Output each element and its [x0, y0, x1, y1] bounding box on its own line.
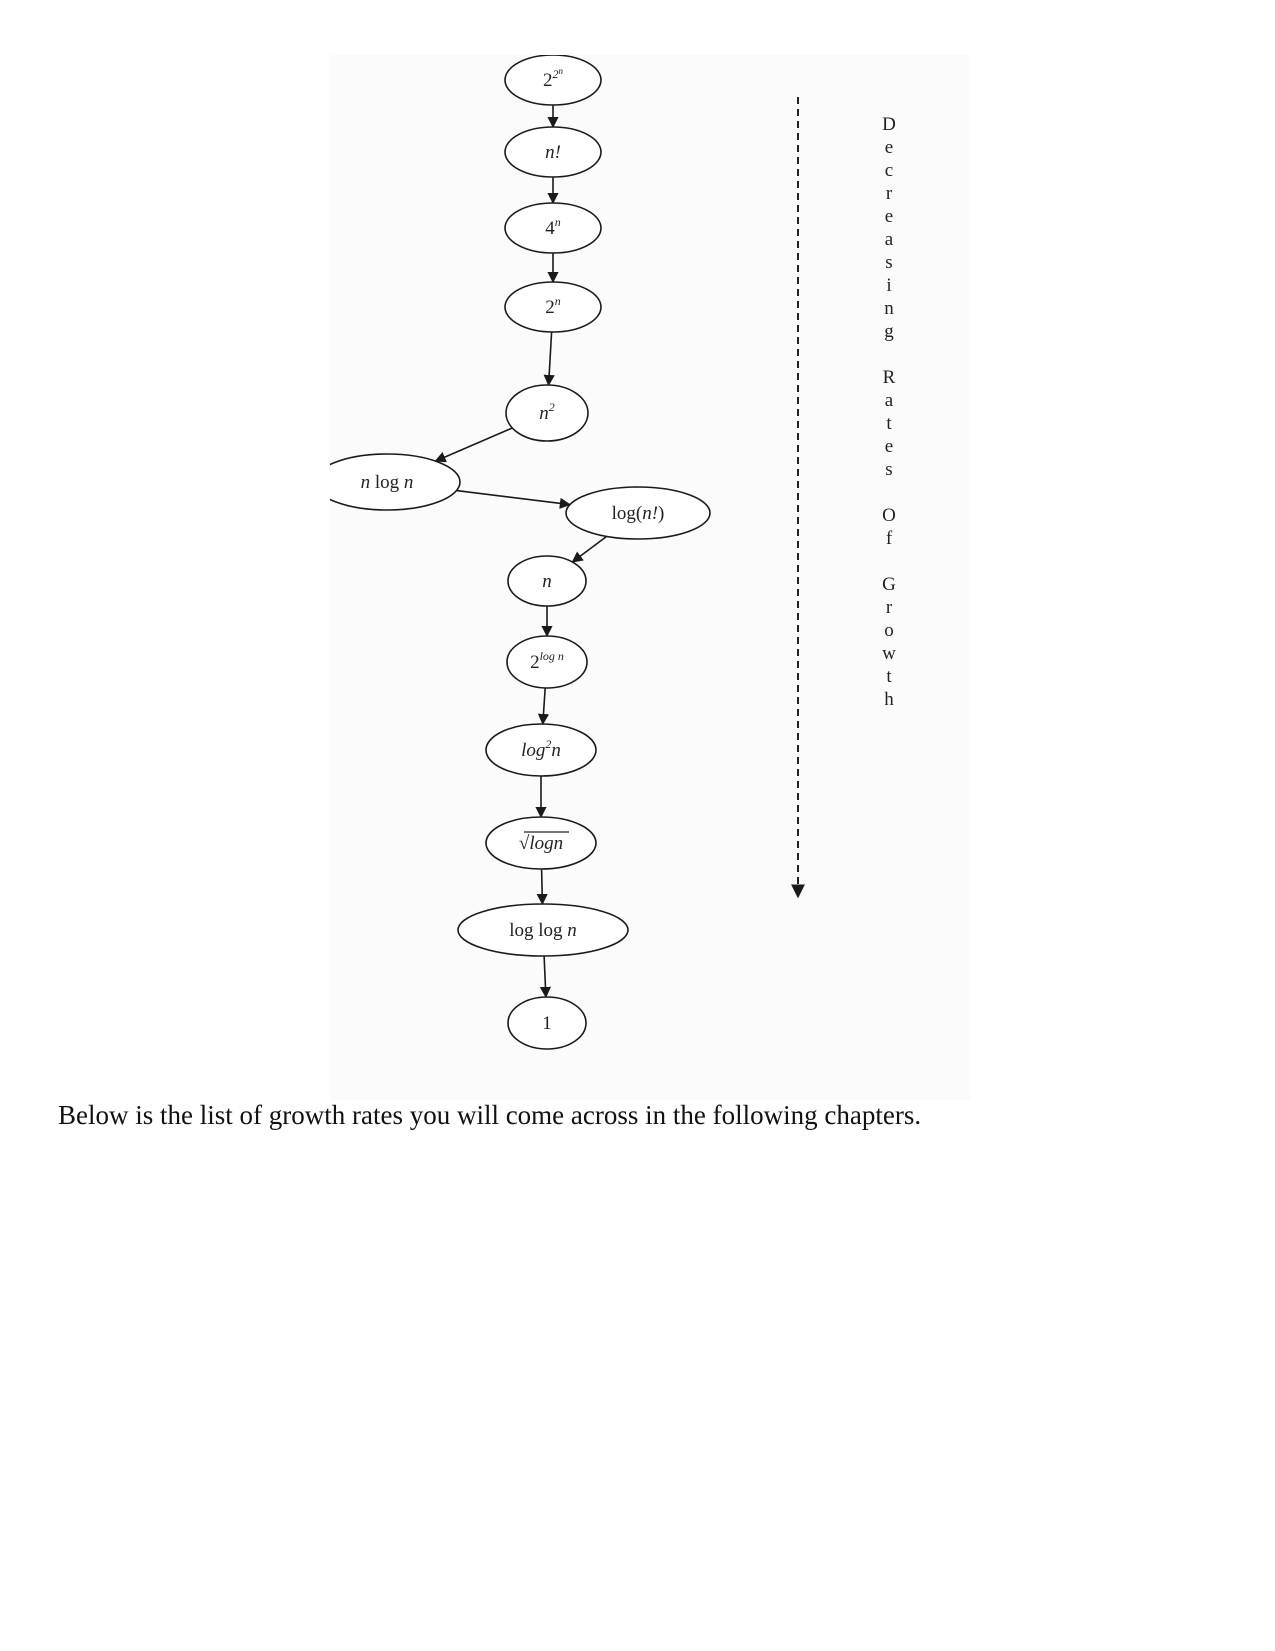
node-ellipse: [507, 996, 587, 1050]
node-ellipse: [485, 723, 597, 777]
edge-arrow-two-to-n-to-n-squared: [543, 331, 555, 387]
node-two-to-log-n: 2log n: [506, 635, 588, 689]
node-label: n!: [545, 142, 561, 163]
node-label: √logn: [519, 833, 563, 854]
side-label-letter: t: [886, 413, 892, 434]
edge-arrow-log-n-factorial-to-n: [571, 535, 608, 563]
node-label: n log n: [361, 472, 414, 493]
node-label: n2: [539, 400, 555, 424]
edge-arrow-sqrt-log-n-to-log-log-n: [536, 868, 548, 906]
node-label: 22n: [543, 66, 564, 91]
node-ellipse: [506, 635, 588, 689]
node-log-n-factorial: log(n!): [565, 486, 711, 540]
node-label: 2n: [545, 294, 561, 318]
side-label-letter: e: [885, 137, 893, 158]
node-log-log-n: log log n: [457, 903, 629, 957]
node-log-squared-n: log2n: [485, 723, 597, 777]
growth-rate-figure: 22n n! 4n 2n n2 n log n log(n!) n 2log n log2n √lo…: [330, 55, 970, 1100]
nodes-layer: 22n n! 4n 2n n2 n log n log(n!) n 2log n log2n √lo…: [330, 55, 711, 1050]
side-label-letter: f: [886, 528, 893, 549]
side-label-letter: e: [885, 206, 893, 227]
node-ellipse: [504, 126, 602, 178]
side-label-letter: s: [885, 252, 892, 273]
side-label-letter: c: [885, 160, 893, 181]
edge-arrow-n-squared-to-n-log-n: [434, 427, 513, 463]
node-n-log-n: n log n: [330, 453, 461, 511]
side-label-letter: G: [882, 574, 896, 595]
node-ellipse: [457, 903, 629, 957]
node-ellipse: [565, 486, 711, 540]
node-n-factorial: n!: [504, 126, 602, 178]
side-label-letter: a: [885, 390, 894, 411]
node-ellipse: [504, 281, 602, 333]
node-ellipse: [485, 816, 597, 870]
node-label: n: [542, 571, 552, 592]
node-label: 2log n: [530, 649, 564, 673]
node-ellipse: [330, 453, 461, 511]
node-ellipse: [507, 555, 587, 607]
side-label-letter: g: [884, 321, 894, 342]
node-label: 1: [542, 1013, 552, 1034]
growth-rate-diagram: 22n n! 4n 2n n2 n log n log(n!) n 2log n log2n √lo…: [330, 55, 896, 1050]
caption-paragraph: Below is the list of growth rates you wi…: [58, 1100, 922, 1130]
node-two-to-two-to-n: 22n: [504, 55, 602, 106]
node-label: log2n: [521, 737, 561, 761]
side-label-letter: R: [883, 367, 896, 388]
side-label-letter: h: [884, 689, 894, 710]
edge-arrow-log-log-n-to-one: [539, 955, 552, 999]
node-n: n: [507, 555, 587, 607]
edges-layer: [434, 105, 608, 999]
side-label-letter: D: [882, 114, 896, 135]
node-ellipse: [504, 55, 602, 106]
edge-arrow-two-to-log-n-to-log-squared-n: [537, 687, 550, 726]
node-label: 4n: [545, 215, 561, 239]
node-label: log(n!): [612, 503, 665, 524]
node-ellipse: [504, 202, 602, 254]
side-label-letter: i: [886, 275, 891, 296]
side-label-letter: a: [885, 229, 894, 250]
node-sqrt-log-n: √logn: [485, 816, 597, 870]
node-two-to-n: 2n: [504, 281, 602, 333]
side-label-letter: e: [885, 436, 893, 457]
side-label-letter: r: [886, 597, 893, 618]
edge-arrow-n-log-n-to-log-n-factorial: [456, 489, 572, 509]
side-label-letter: r: [886, 183, 893, 204]
node-one: 1: [507, 996, 587, 1050]
node-n-squared: n2: [505, 384, 589, 442]
side-label-letter: o: [884, 620, 894, 641]
side-label-letter: s: [885, 459, 892, 480]
side-label-letter: w: [882, 643, 896, 664]
node-ellipse: [505, 384, 589, 442]
node-label: log log n: [509, 920, 577, 941]
side-label-letter: t: [886, 666, 892, 687]
node-four-to-n: 4n: [504, 202, 602, 254]
side-label-letter: n: [884, 298, 894, 319]
side-label-letter: O: [882, 505, 896, 526]
